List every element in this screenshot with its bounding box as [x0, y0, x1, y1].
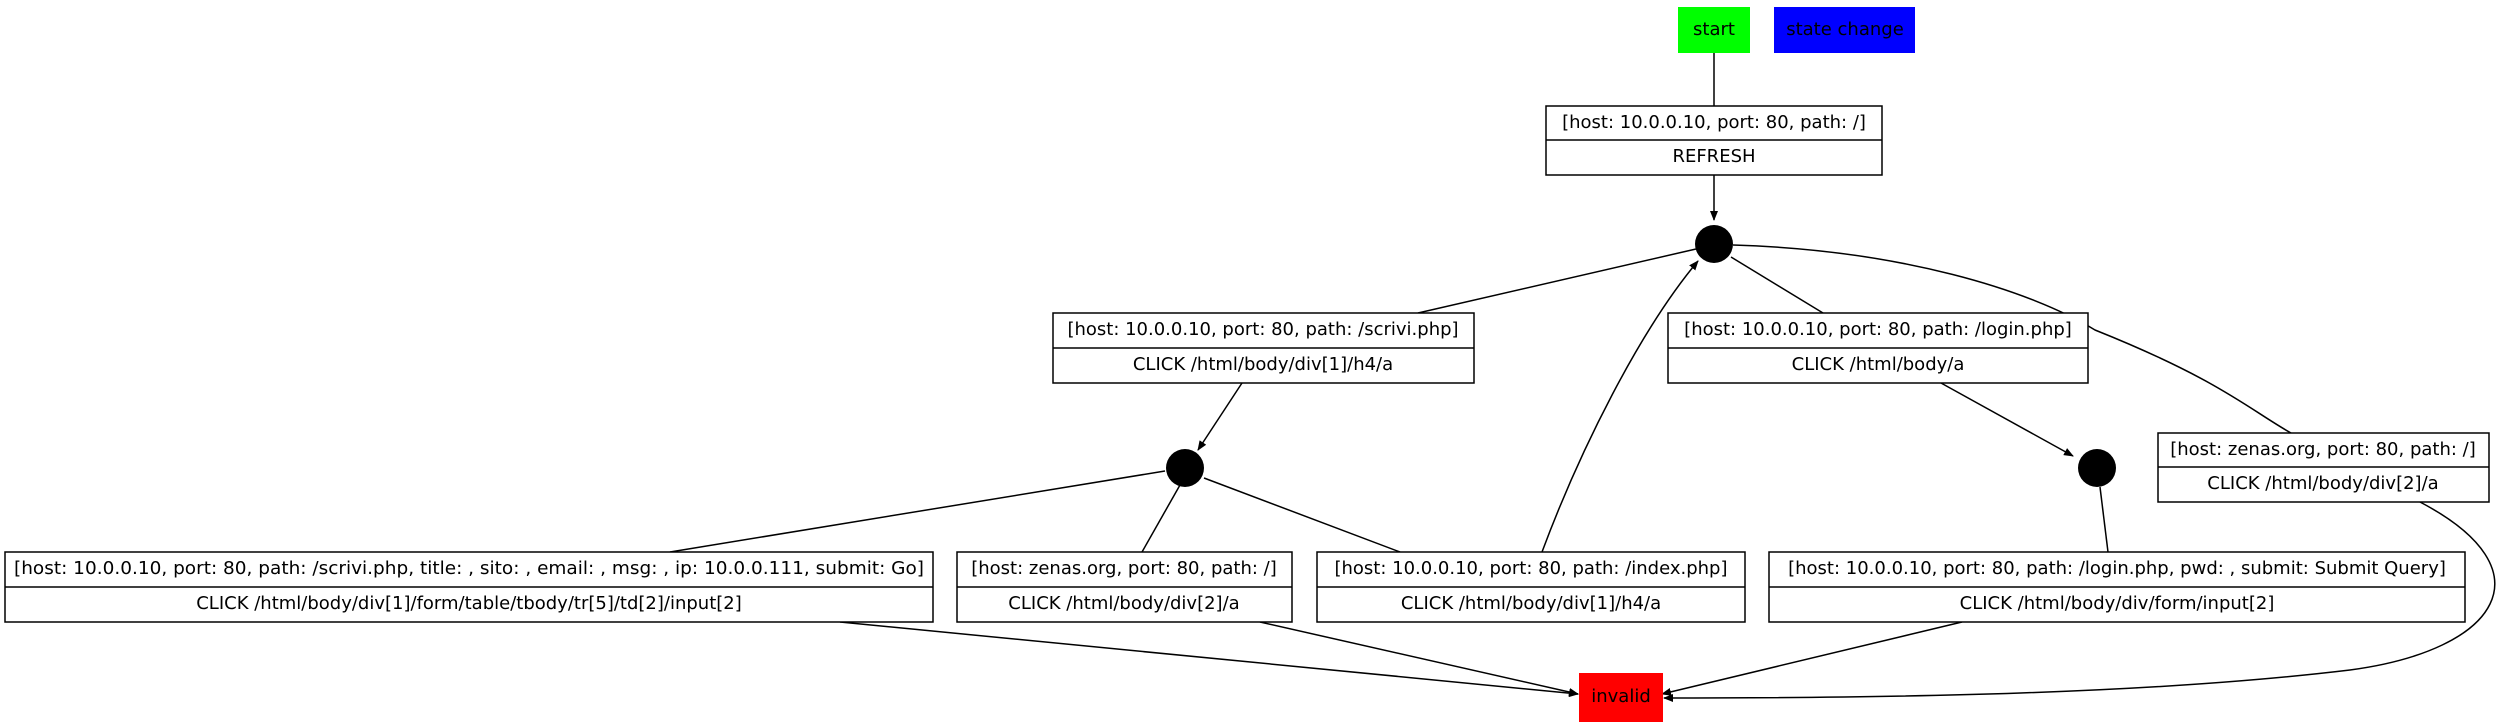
action-node-zenas-top: [host: zenas.org, port: 80, path: /] CLI… — [2157, 432, 2490, 503]
invalid-label: invalid — [1591, 686, 1651, 707]
edge-zenas-mid-to-invalid — [1259, 621, 1579, 696]
start-swatch — [1678, 7, 1750, 53]
edge-scrivi-form-to-invalid — [839, 621, 1579, 698]
action-node-index: [host: 10.0.0.10, port: 80, path: /index… — [1316, 551, 1746, 623]
state-node — [1695, 225, 1733, 263]
state-node — [1166, 449, 1204, 487]
state-change-label: state change — [1786, 19, 1904, 40]
action-node-login-form: [host: 10.0.0.10, port: 80, path: /login… — [1768, 551, 2466, 623]
action-label: CLICK /html/body/div[2]/a — [2207, 473, 2438, 494]
invalid-box — [1579, 673, 1663, 722]
states — [1166, 225, 2116, 487]
state-change-legend: state change — [1774, 7, 1915, 53]
action-target: [host: zenas.org, port: 80, path: /] — [971, 558, 1277, 579]
state-node — [2078, 449, 2116, 487]
edge-state1-to-scrivi — [1417, 248, 1697, 314]
action-target: [host: 10.0.0.10, port: 80, path: /scriv… — [1067, 319, 1458, 340]
action-label: CLICK /html/body/div[2]/a — [1008, 593, 1239, 614]
edge-state3-to-login-form — [2099, 486, 2109, 553]
action-label: CLICK /html/body/div[1]/form/table/tbody… — [196, 593, 742, 614]
invalid-node: invalid — [1579, 673, 1663, 722]
action-label: CLICK /html/body/div/form/input[2] — [1960, 593, 2275, 614]
action-target: [host: 10.0.0.10, port: 80, path: /scriv… — [14, 558, 924, 579]
action-label: CLICK /html/body/a — [1792, 354, 1965, 375]
action-target: [host: zenas.org, port: 80, path: /] — [2170, 439, 2476, 460]
edge-state2-to-index — [1203, 477, 1401, 553]
action-node-refresh: [host: 10.0.0.10, port: 80, path: /] REF… — [1545, 105, 1883, 176]
action-node-login: [host: 10.0.0.10, port: 80, path: /login… — [1667, 312, 2089, 384]
edge-login-to-state3 — [1940, 382, 2074, 457]
action-node-scrivi-form: [host: 10.0.0.10, port: 80, path: /scriv… — [4, 551, 934, 623]
edge-state2-to-zenas-mid — [1141, 484, 1181, 553]
action-node-zenas-mid: [host: zenas.org, port: 80, path: /] CLI… — [956, 551, 1293, 623]
action-target: [host: 10.0.0.10, port: 80, path: /index… — [1334, 558, 1727, 579]
action-target: [host: 10.0.0.10, port: 80, path: /login… — [1684, 319, 2072, 340]
start-node: start — [1678, 7, 1750, 53]
action-node-scrivi: [host: 10.0.0.10, port: 80, path: /scriv… — [1052, 312, 1475, 384]
action-target: [host: 10.0.0.10, port: 80, path: /] — [1562, 112, 1866, 133]
state-change-swatch — [1774, 7, 1915, 53]
action-label: REFRESH — [1672, 146, 1755, 167]
start-label: start — [1693, 19, 1735, 40]
legend: start state change — [1678, 7, 1915, 53]
action-target: [host: 10.0.0.10, port: 80, path: /login… — [1788, 558, 2446, 579]
action-label: CLICK /html/body/div[1]/h4/a — [1401, 593, 1661, 614]
edge-zenas-top-to-invalid — [1663, 501, 2496, 702]
edge-login-form-to-invalid — [1661, 621, 1963, 696]
edge-scrivi-to-state2 — [1197, 382, 1243, 451]
edge-state1-to-login — [1730, 256, 1824, 314]
edge-state2-to-scrivi-form — [669, 470, 1166, 553]
edge-index-to-state1 — [1541, 260, 1699, 553]
action-label: CLICK /html/body/div[1]/h4/a — [1133, 354, 1393, 375]
